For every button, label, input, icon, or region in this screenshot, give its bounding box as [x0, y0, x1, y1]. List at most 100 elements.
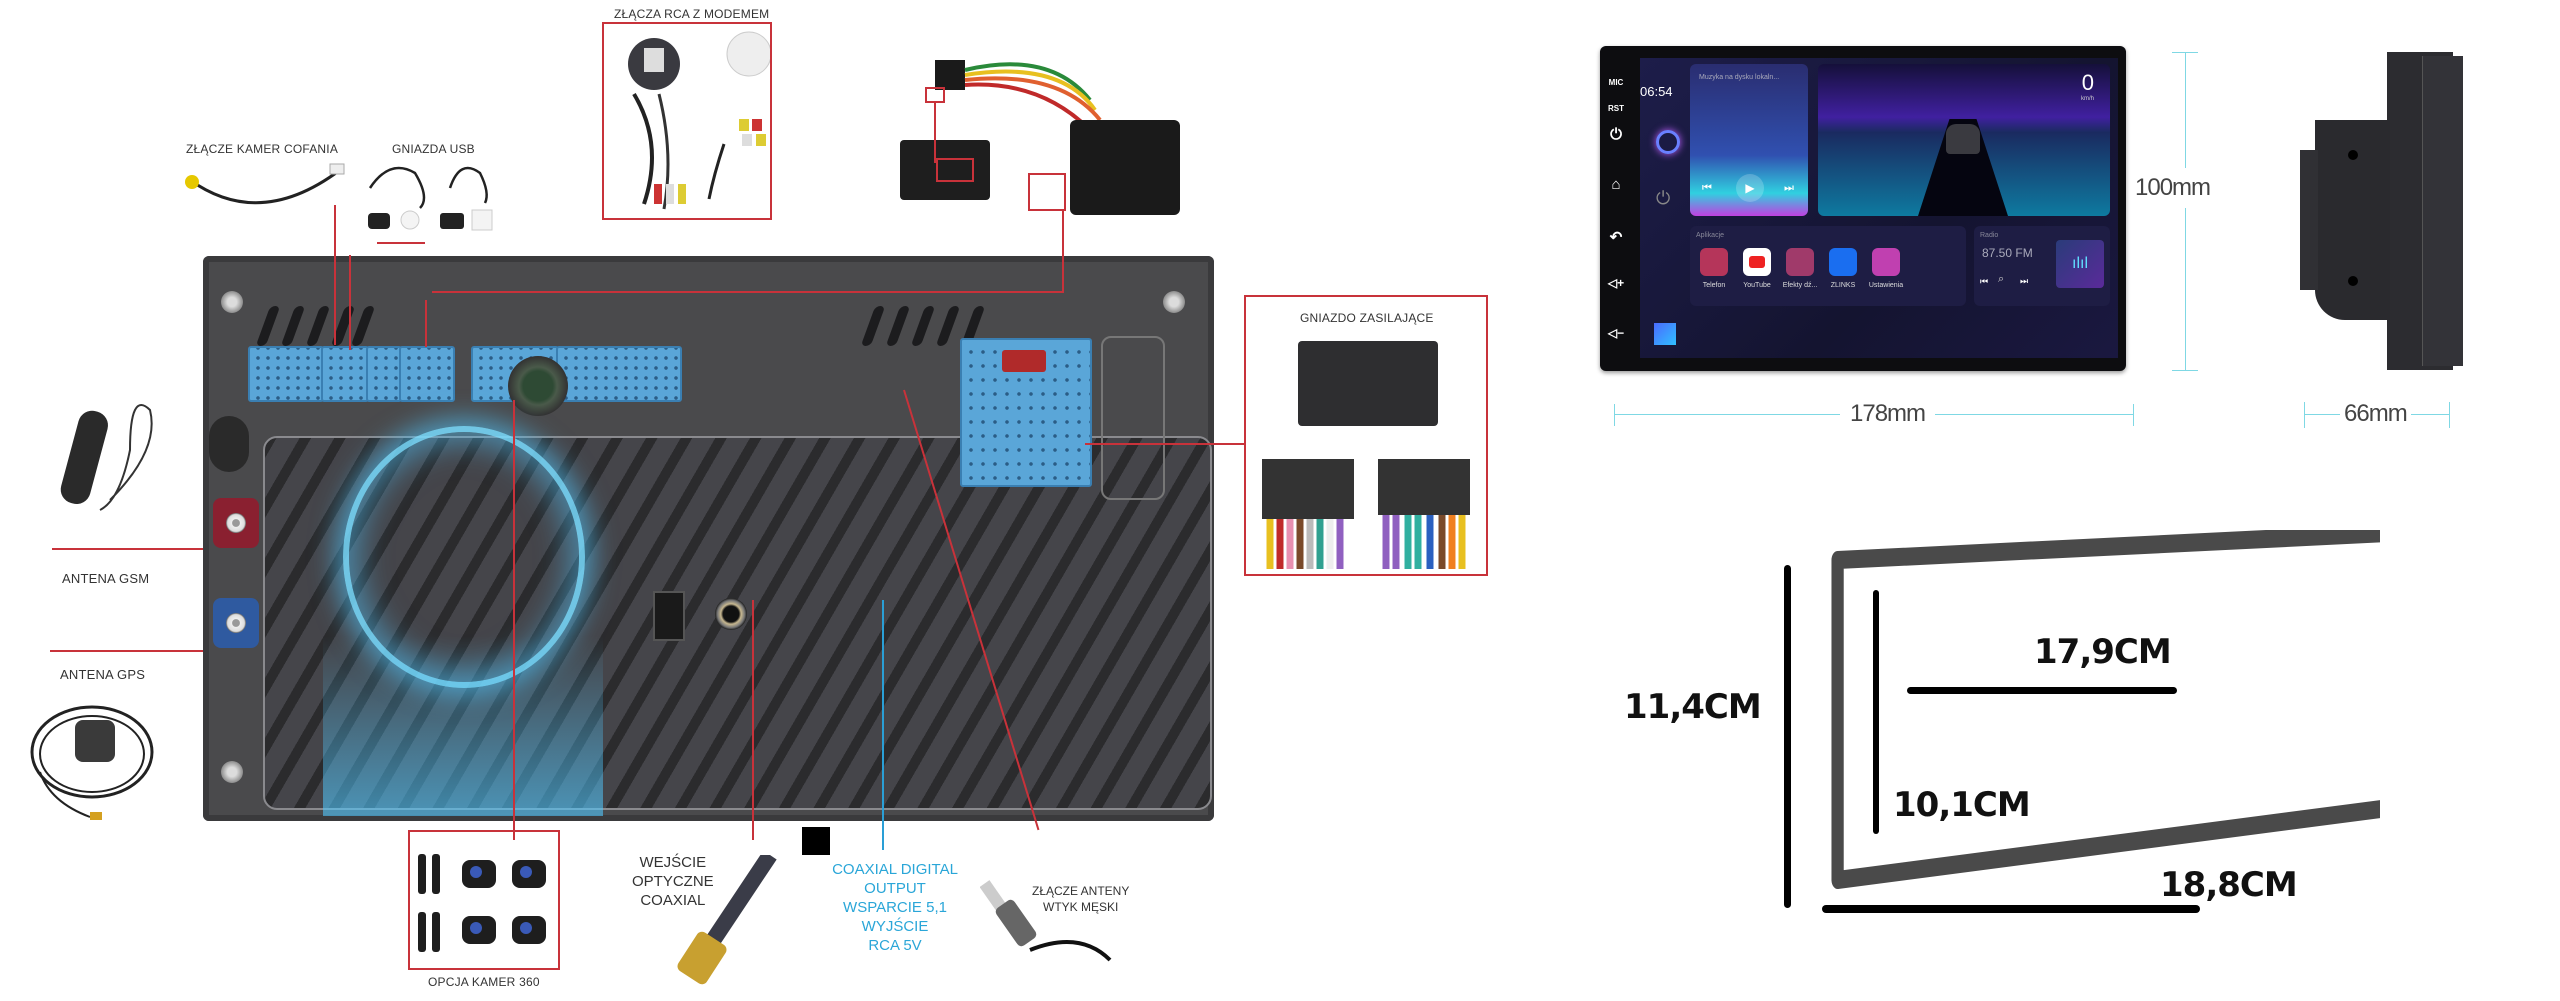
play-icon[interactable]: ▶: [1736, 174, 1764, 202]
clock: 06:54: [1640, 84, 1673, 99]
can-box-port-callout: [936, 158, 974, 182]
dimension-tick: [2304, 402, 2305, 428]
fan-glow: [323, 636, 603, 816]
inner-height-label: 10,1CM: [1893, 785, 2031, 825]
callout-line: [377, 242, 425, 244]
antenna-plug-label: ZŁĄCZE ANTENY WTYK MĘSKI: [1032, 883, 1129, 915]
gps-antenna-label: ANTENA GPS: [60, 667, 146, 682]
camera360-callout-line: [513, 400, 515, 840]
label-line: COAXIAL: [640, 892, 706, 909]
gps-fakra-socket: [213, 598, 259, 648]
equalizer-icon[interactable]: [1786, 248, 1814, 276]
youtube-icon[interactable]: [1743, 248, 1771, 276]
outer-height-label: 11,4CM: [1624, 687, 1762, 727]
speed-card: 0 km/h: [1818, 64, 2110, 216]
previous-track-icon[interactable]: ⏮: [1702, 182, 1712, 194]
rca-modem-cables-image: [628, 31, 772, 210]
camera360-kit-image: [418, 854, 546, 952]
screw: [1163, 291, 1185, 313]
mounting-peg: [209, 416, 249, 472]
settings-gear-icon[interactable]: [1872, 248, 1900, 276]
app-label: Ustawienia: [1868, 282, 1904, 289]
connector-power: [960, 338, 1092, 487]
power-widget-icon[interactable]: ⏻: [1656, 188, 1671, 208]
app-label: ZLINKS: [1830, 282, 1856, 289]
home-icon[interactable]: ⌂: [1611, 176, 1621, 193]
back-icon[interactable]: ↶: [1609, 229, 1623, 246]
power-harness-image: [1262, 341, 1470, 569]
assistant-orb-icon[interactable]: [1656, 130, 1680, 154]
radio-next-icon[interactable]: ⏭: [2020, 276, 2029, 286]
zlink-car-icon[interactable]: [1829, 248, 1857, 276]
callout-line: [349, 255, 351, 350]
can-plug-callout: [925, 87, 945, 103]
optical-port: [653, 591, 685, 641]
outer-height-bar: [1784, 565, 1791, 908]
label-line: WYJŚCIE: [861, 918, 929, 935]
gsm-antenna-image: [60, 404, 153, 511]
mic-label: MIC: [1608, 78, 1624, 87]
antenna-plug-image: [980, 880, 1112, 962]
label-line: OPTYCZNE: [632, 873, 714, 890]
phone-icon[interactable]: [1700, 248, 1728, 276]
app-label: YouTube: [1743, 282, 1771, 289]
callout-line: [334, 205, 336, 345]
radio-card[interactable]: Radio 87.50 FM ⏮ ⌕ ⏭ ılıl: [1974, 226, 2110, 306]
reverse-camera-cable-image: [185, 163, 345, 205]
callout-line: [1062, 211, 1064, 293]
power-socket-label: GNIAZDO ZASILAJĄCE: [1300, 311, 1434, 325]
gps-antenna-image: [30, 705, 154, 820]
music-title: Muzyka na dysku lokaln...: [1699, 74, 1780, 81]
gsm-fakra-socket: [213, 498, 259, 548]
label-line: ZŁĄCZE ANTENY: [1032, 884, 1130, 898]
label-line: WSPARCIE 5,1: [843, 899, 947, 916]
usb-cables-image: [368, 166, 493, 231]
coaxial-output-label: COAXIAL DIGITAL OUTPUT WSPARCIE 5,1 WYJŚ…: [820, 860, 970, 955]
screw: [221, 291, 243, 313]
app-label: Telefon: [1702, 282, 1726, 289]
dimension-tick: [2449, 402, 2450, 428]
navigation-icon[interactable]: [1654, 323, 1676, 345]
connector-usb-2: [366, 346, 402, 402]
coaxial-port: [715, 598, 747, 630]
power-socket-callout-box: GNIAZDO ZASILAJĄCE: [1244, 295, 1488, 576]
gsm-antenna-label: ANTENA GSM: [62, 571, 150, 586]
radio-title: Radio: [1980, 232, 1999, 239]
speed-value: 0: [2081, 70, 2094, 95]
mounting-hole: [2348, 276, 2358, 286]
rst-button[interactable]: RST: [1608, 104, 1624, 113]
label-line: WTYK MĘSKI: [1043, 900, 1119, 914]
rca-modem-callout-box: [602, 22, 772, 220]
radio-search-icon[interactable]: ⌕: [1998, 273, 2005, 285]
blank-plate: [1101, 336, 1165, 500]
volume-up-icon[interactable]: ◁+: [1607, 276, 1625, 290]
power-icon[interactable]: ⏻: [1610, 126, 1622, 143]
connector-can: [399, 346, 455, 402]
fuse: [1002, 350, 1046, 372]
inner-width-label: 17,9CM: [2034, 632, 2172, 672]
volume-down-icon[interactable]: ◁−: [1607, 326, 1625, 340]
gps-callout-line: [50, 650, 204, 652]
can-connector-callout: [1028, 173, 1066, 211]
head-unit-front: MIC RST ⏻ ⌂ ↶ ◁+ ◁− 06:54 ⏻ Muzyka na dy…: [1600, 46, 2126, 371]
speed-unit: km/h: [2080, 96, 2094, 102]
inner-width-bar: [1907, 687, 2177, 694]
radio-antenna-socket: [508, 356, 568, 416]
radio-prev-icon[interactable]: ⏮: [1980, 276, 1989, 286]
music-card[interactable]: Muzyka na dysku lokaln... ⏮ ▶ ⏭: [1690, 64, 1808, 216]
screen: 06:54 ⏻ Muzyka na dysku lokaln... ⏮ ▶ ⏭ …: [1640, 58, 2118, 358]
gsm-callout-line: [52, 548, 204, 550]
camera360-label: OPCJA KAMER 360: [428, 975, 540, 989]
next-track-icon[interactable]: ⏭: [1784, 182, 1794, 194]
car-image: [1946, 124, 1980, 154]
apps-card: Aplikacje Telefon YouTube Efekty dź... Z…: [1690, 226, 1966, 306]
label-line: WEJŚCIE: [639, 854, 707, 871]
side-back: [2300, 150, 2318, 290]
callout-line: [432, 291, 1062, 293]
dimension-tick: [2172, 52, 2198, 53]
apps-title: Aplikacje: [1696, 232, 1725, 239]
mounting-frame-image: [1831, 530, 2380, 889]
camera360-callout-box: [408, 830, 560, 970]
height-dimension-label: 100mm: [2135, 168, 2211, 208]
can-harness-image: [900, 60, 1180, 215]
